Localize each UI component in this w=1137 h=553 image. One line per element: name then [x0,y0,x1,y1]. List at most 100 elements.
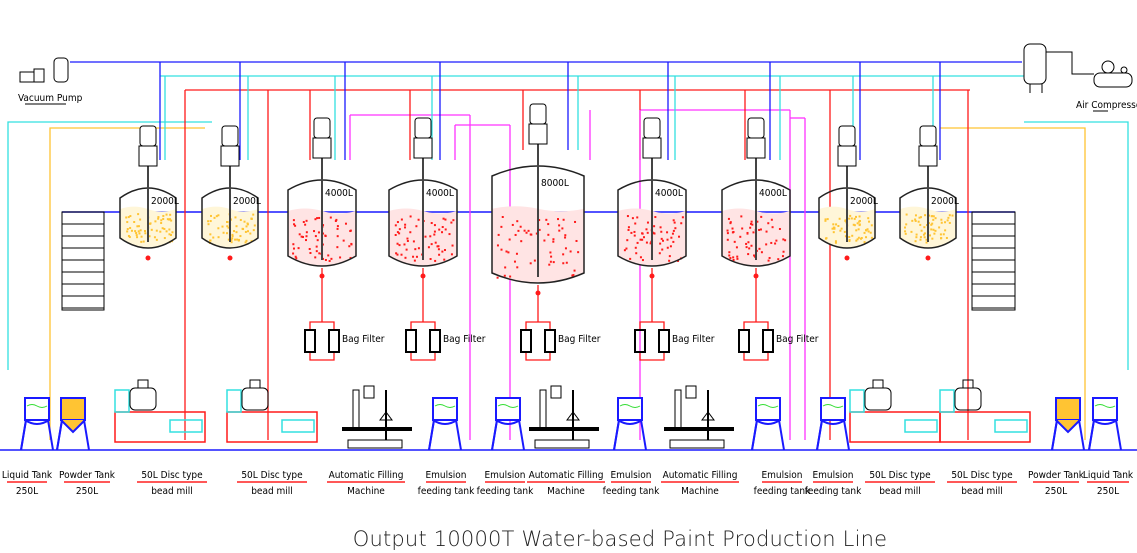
liquid-particle [910,231,912,233]
liquid-particle [144,230,146,232]
liquid-particle [745,243,747,245]
liquid-particle [208,223,210,225]
liquid-particle [163,228,165,230]
liquid-particle [448,233,450,235]
liquid-particle [574,270,576,272]
liquid-particle [239,235,241,237]
liquid-particle [516,253,518,255]
liquid-particle [839,218,841,220]
filter-out-pipe [411,352,435,360]
liquid-particle [314,218,316,220]
outlet-valve-icon [650,274,655,279]
vacuum-pump-label: Vacuum Pump [18,93,83,104]
liquid-particle [919,239,921,241]
liquid-particle [924,232,926,234]
filling-nozzle [353,390,359,430]
liquid-particle [337,235,339,237]
equipment-label-line1: Liquid Tank [2,470,53,481]
bag-filter-label: Bag Filter [342,334,385,345]
liquid-particle [565,247,567,249]
liquid-particle [240,219,242,221]
mill-top-motor [250,380,260,388]
air-compressor: Air Compressor [1024,44,1137,111]
liquid-particle [168,228,170,230]
liquid-particle [634,223,636,225]
liquid-particle [305,239,307,241]
liquid-particle [730,221,732,223]
equipment-label-line1: Liquid Tank [1083,470,1134,481]
bag-filter: Bag Filter [305,330,385,352]
mill-hopper [115,390,129,412]
liquid-particle [330,258,332,260]
outlet-valve-icon [320,274,325,279]
tank-volume-label: 8000L [541,178,569,189]
liquid-particle [528,230,530,232]
liquid-particle [415,225,417,227]
liquid-particle [139,219,141,221]
liquid-particle [418,247,420,249]
liquid-particle [236,239,238,241]
liquid-particle [242,228,244,230]
liquid-particle [654,216,656,218]
equipment-label-line1: Emulsion [761,470,802,481]
grinding-chamber [995,420,1027,432]
liquid-particle [760,228,762,230]
liquid-particle [304,224,306,226]
liquid-particle [931,238,933,240]
mill-equipment [115,380,205,442]
agitator-motor [748,118,764,138]
liquid-particle [245,225,247,227]
liquid-particle [451,253,453,255]
liquid-particle [520,240,522,242]
liquid-particle [226,225,228,227]
liquid-particle [827,218,829,220]
liquid-particle [653,225,655,227]
liquid-particle [350,243,352,245]
outlet-valve-icon [146,256,151,261]
liquid-particle [871,224,873,226]
liquid-equipment [21,398,53,450]
emul-equipment [752,398,784,450]
liquid-particle [949,222,951,224]
liquid-particle [293,219,295,221]
liquid-particle [404,257,406,259]
liquid-particle [156,239,158,241]
liquid-particle [169,214,171,216]
liquid-particle [166,230,168,232]
mill-top-motor [873,380,883,388]
liquid-particle [231,237,233,239]
liquid-particle [294,225,296,227]
liquid-particle [647,232,649,234]
bag-filter: Bag Filter [406,330,486,352]
liquid-particle [858,228,860,230]
liquid-particle [429,235,431,237]
liquid-particle [906,214,908,216]
liquid-particle [924,214,926,216]
liquid-particle [940,233,942,235]
liquid-particle [640,256,642,258]
liquid-particle [557,218,559,220]
tank-leg [1052,420,1057,450]
equipment-label: Powder Tank250L [59,470,116,497]
liquid-particle [570,250,572,252]
liquid-particle [849,215,851,217]
liquid-particle [682,216,684,218]
equipment-label: Emulsionfeeding tank [805,470,862,497]
liquid-particle [642,259,644,261]
liquid-particle [911,220,913,222]
liquid-particle [666,231,668,233]
liquid-particle [673,230,675,232]
liquid-particle [141,236,143,238]
liquid-particle [736,256,738,258]
liquid-particle [413,240,415,242]
liquid-particle [749,227,751,229]
agitator-motor [140,126,156,146]
liquid-particle [661,249,663,251]
filling-base [535,440,589,448]
outlet-valve-icon [536,291,541,296]
liquid-particle [783,251,785,253]
liquid-particle [233,230,235,232]
liquid-particle [210,220,212,222]
liquid-particle [739,236,741,238]
equipment-label-line2: bead mill [251,486,293,497]
